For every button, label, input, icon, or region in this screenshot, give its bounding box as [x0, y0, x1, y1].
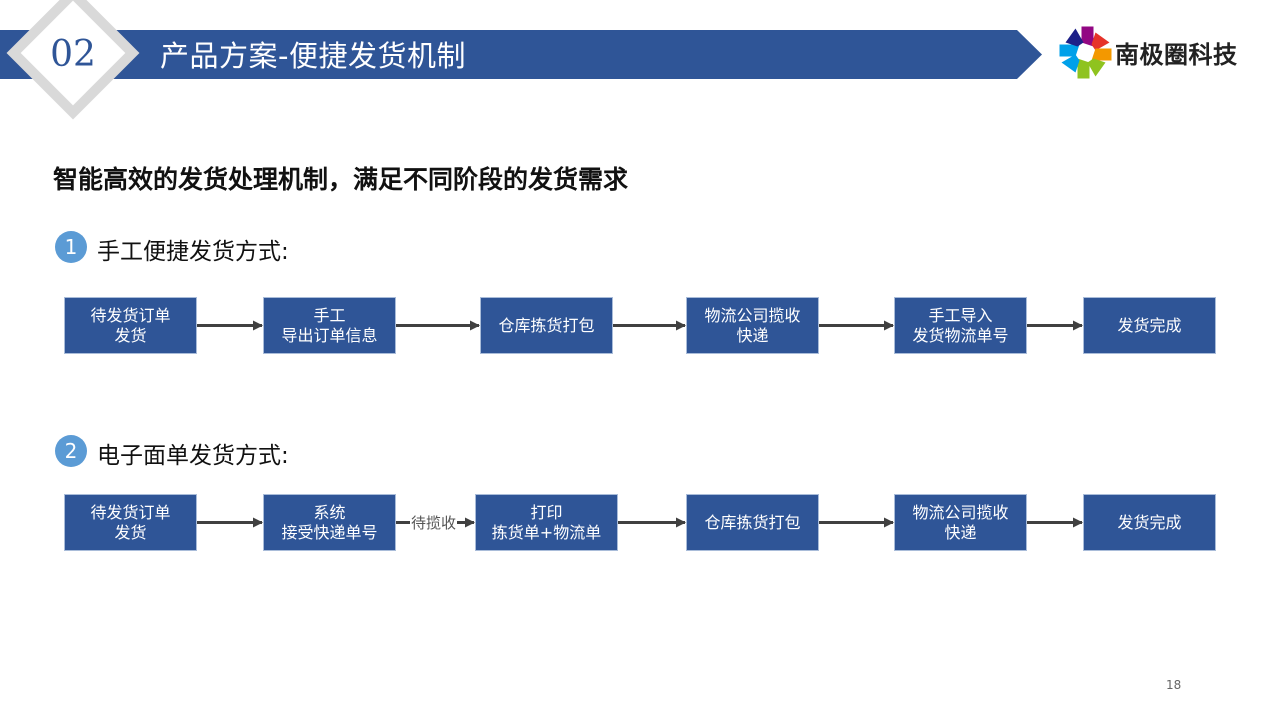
flow2-edge-label: 待揽收 — [410, 514, 458, 532]
logo-icon — [1058, 25, 1113, 80]
flow1-step-4-line1: 物流公司揽收 — [704, 305, 801, 325]
header-bar — [0, 30, 1042, 79]
flow1-step-1-line1: 待发货订单 — [90, 305, 171, 325]
flow1-step-5-line2: 发货物流单号 — [912, 325, 1009, 345]
flow2-step-6: 发货完成 — [1083, 494, 1216, 551]
flow2-step-3-line1: 打印 — [530, 502, 563, 522]
method-1-number-badge: 1 — [55, 231, 87, 263]
flow1-step-6: 发货完成 — [1083, 297, 1216, 354]
flow1-step-4-line2: 快递 — [736, 325, 769, 345]
method-1-title: 手工便捷发货方式: — [97, 239, 289, 265]
flow1-step-3-line1: 仓库拣货打包 — [498, 315, 595, 335]
logo-text: 南极圈科技 — [1115, 41, 1238, 69]
page-number: 18 — [1166, 678, 1182, 692]
section-number: 02 — [50, 34, 96, 75]
page-title: 产品方案-便捷发货机制 — [160, 39, 466, 73]
flow2-step-4: 仓库拣货打包 — [686, 494, 819, 551]
flow2-step-3-line2: 拣货单+物流单 — [491, 522, 602, 542]
flow1-step-1-line2: 发货 — [114, 325, 147, 345]
flow2-step-3: 打印 拣货单+物流单 — [475, 494, 618, 551]
flow2-step-1-line1: 待发货订单 — [90, 502, 171, 522]
flow2-step-4-line1: 仓库拣货打包 — [704, 512, 801, 532]
flow1-step-4: 物流公司揽收 快递 — [686, 297, 819, 354]
flow1-step-5: 手工导入 发货物流单号 — [894, 297, 1027, 354]
flow1-step-3: 仓库拣货打包 — [480, 297, 613, 354]
flow1-step-2: 手工 导出订单信息 — [263, 297, 396, 354]
flow2-step-1: 待发货订单 发货 — [64, 494, 197, 551]
subtitle: 智能高效的发货处理机制，满足不同阶段的发货需求 — [53, 165, 629, 194]
flow1-step-5-line1: 手工导入 — [928, 305, 993, 325]
method-2-title: 电子面单发货方式: — [97, 443, 289, 469]
flow2-step-5-line1: 物流公司揽收 — [912, 502, 1009, 522]
flow1-step-2-line1: 手工 — [313, 305, 346, 325]
flow1-step-2-line2: 导出订单信息 — [281, 325, 378, 345]
flow1-step-1: 待发货订单 发货 — [64, 297, 197, 354]
flow2-step-2-line1: 系统 — [313, 502, 346, 522]
flow1-step-6-line1: 发货完成 — [1117, 315, 1182, 335]
flow2-step-2: 系统 接受快递单号 — [263, 494, 396, 551]
flow2-step-2-line2: 接受快递单号 — [281, 522, 378, 542]
flow2-step-5: 物流公司揽收 快递 — [894, 494, 1027, 551]
flow2-step-1-line2: 发货 — [114, 522, 147, 542]
flow2-step-6-line1: 发货完成 — [1117, 512, 1182, 532]
flow2-step-5-line2: 快递 — [944, 522, 977, 542]
method-2-number-badge: 2 — [55, 435, 87, 467]
